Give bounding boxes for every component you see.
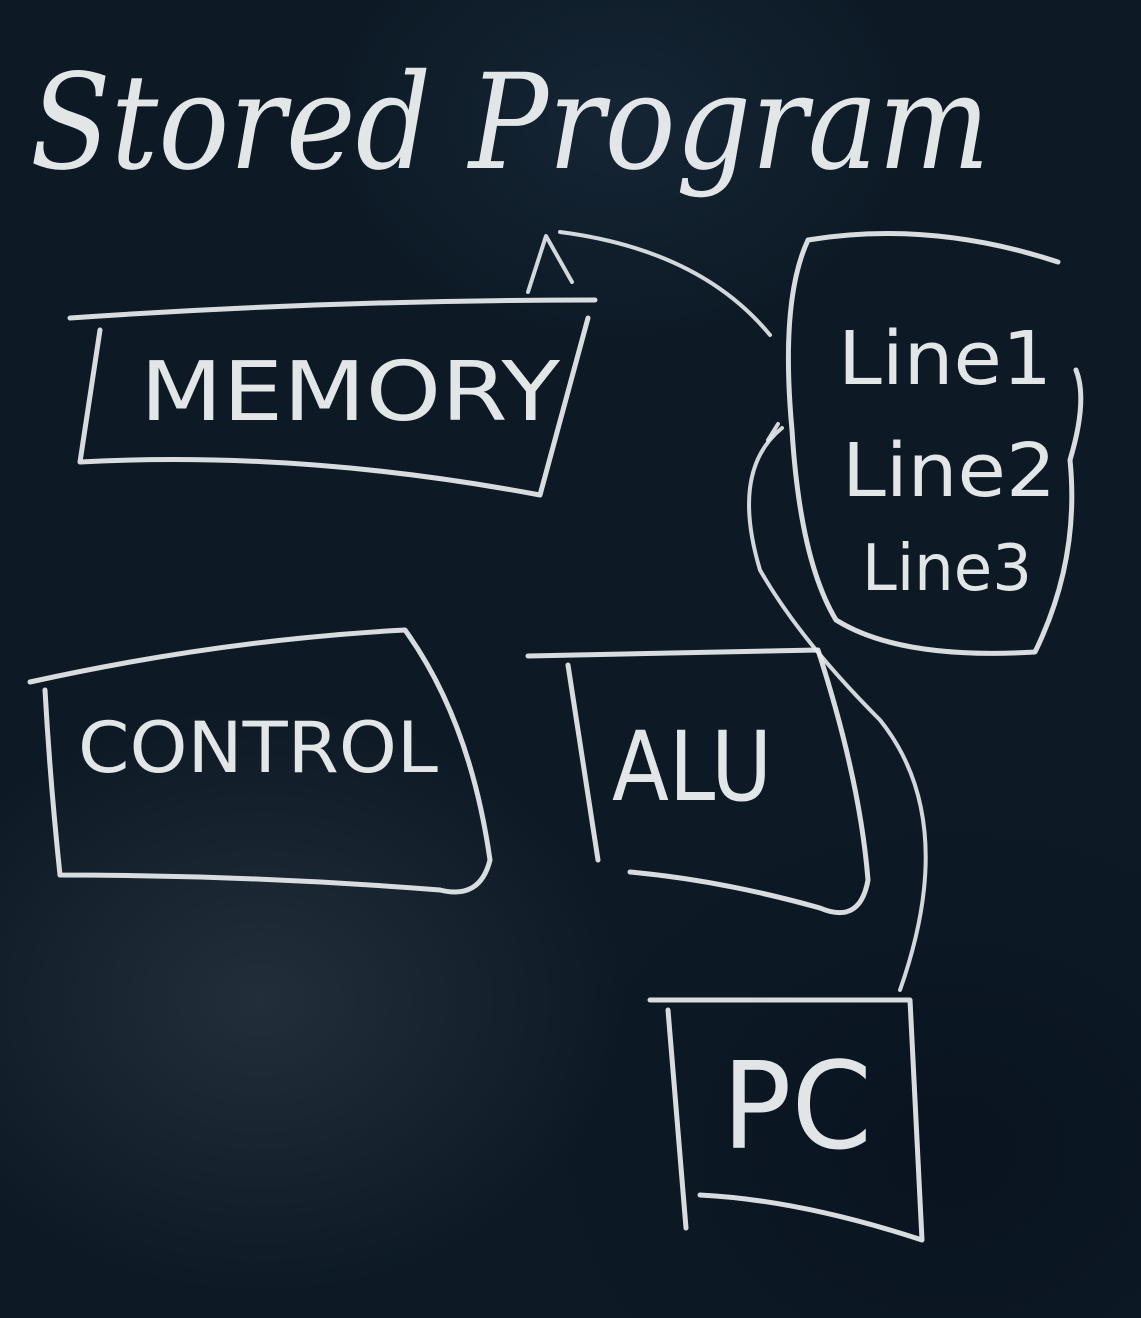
pc-box: PC — [647, 997, 925, 1243]
pc-connector — [747, 422, 928, 992]
memory-box: MEMORY — [67, 297, 598, 498]
memory-label: MEMORY — [140, 345, 561, 440]
program-line-2: Line2 — [842, 428, 1056, 514]
diagram-title: Stored Program — [30, 46, 990, 200]
memory-arrow — [526, 230, 772, 337]
program-line-3: Line3 — [862, 532, 1032, 606]
pc-label: PC — [722, 1038, 872, 1177]
alu-label: ALU — [612, 711, 772, 823]
alu-box: ALU — [525, 647, 871, 915]
program-line-1: Line1 — [838, 316, 1052, 402]
control-box: CONTROL — [27, 627, 493, 895]
control-label: CONTROL — [78, 707, 438, 789]
program-blob: Line1 Line2 Line3 — [785, 231, 1084, 656]
